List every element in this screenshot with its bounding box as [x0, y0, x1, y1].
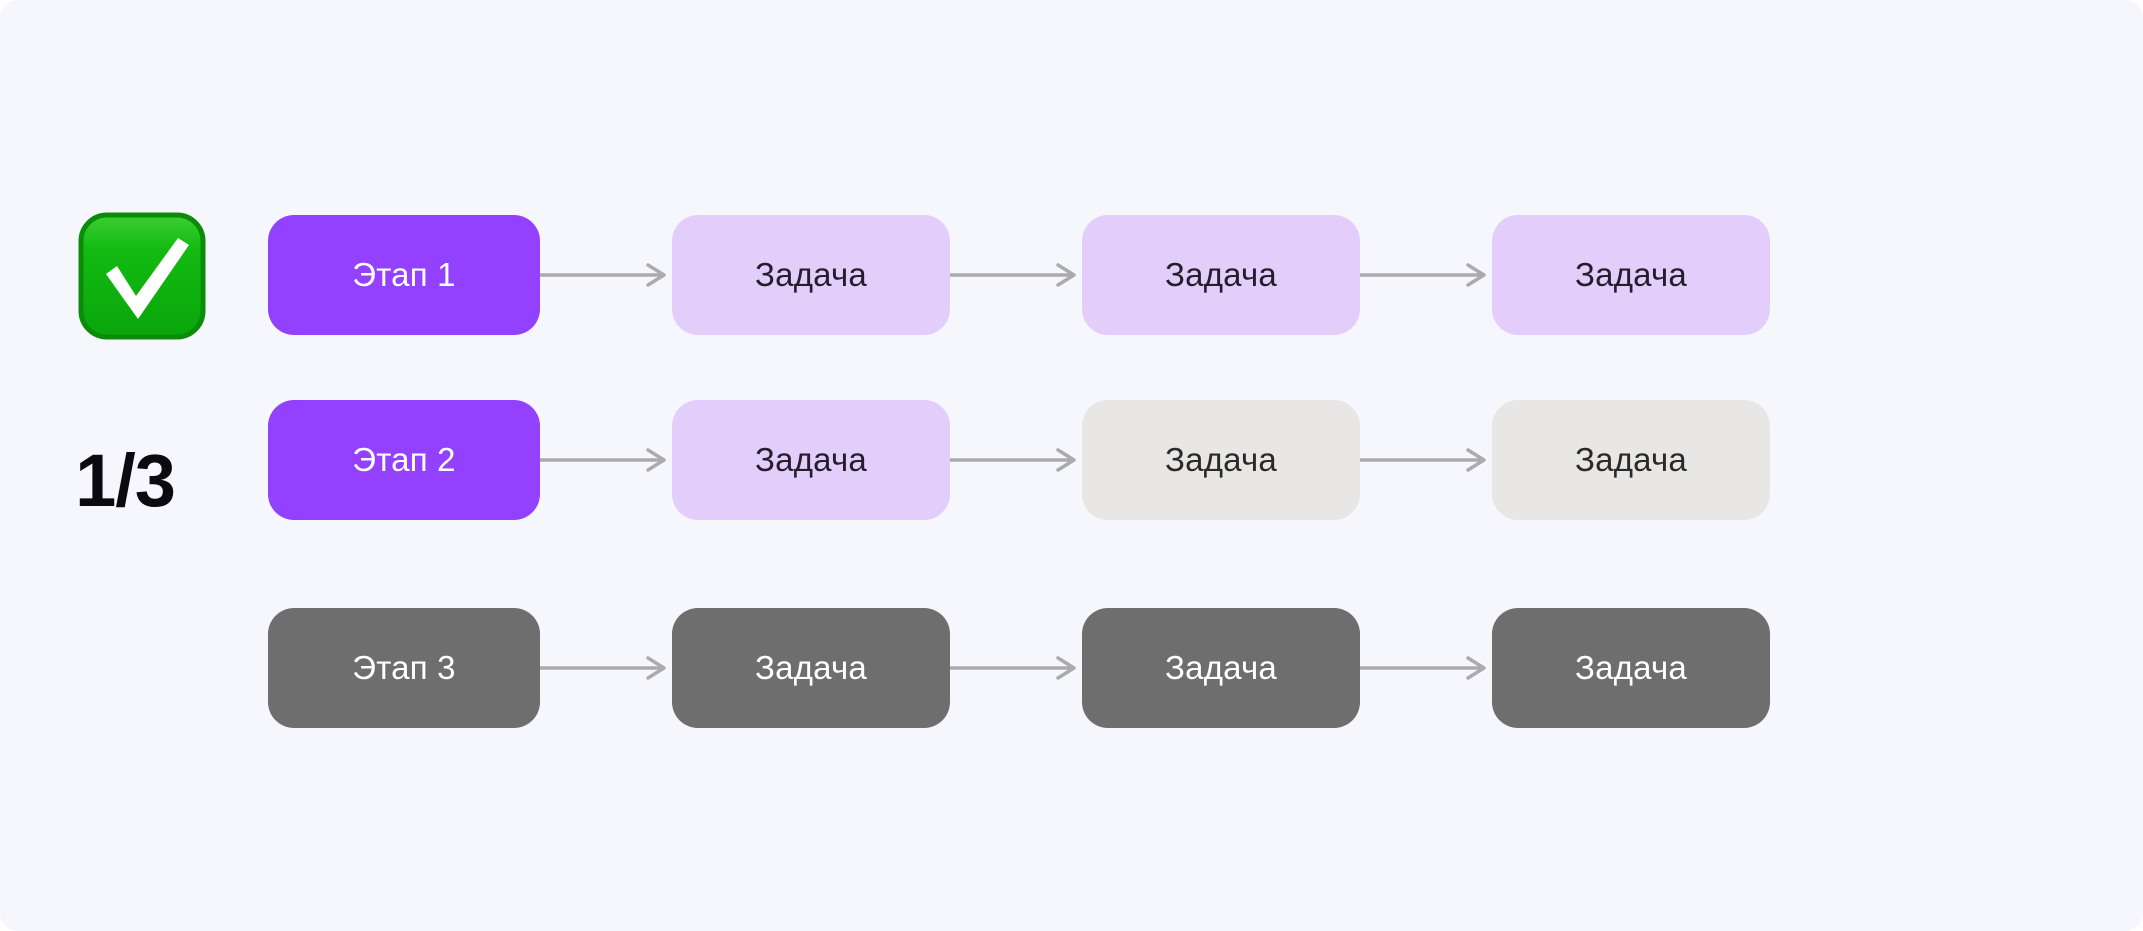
task-node-1-3[interactable]: Задача	[1492, 215, 1770, 335]
arrow-connector-2-1	[540, 448, 672, 472]
arrow-connector-3-3	[1360, 656, 1492, 680]
flow-row-3: Этап 3 Задача Задача Задача	[268, 608, 1770, 728]
task-node-2-1[interactable]: Задача	[672, 400, 950, 520]
arrow-connector-1-1	[540, 263, 672, 287]
progress-counter: 1/3	[75, 439, 176, 522]
stage-node-1[interactable]: Этап 1	[268, 215, 540, 335]
arrow-connector-2-2	[950, 448, 1082, 472]
flow-row-2: Этап 2 Задача Задача Задача	[268, 400, 1770, 520]
stage-node-2[interactable]: Этап 2	[268, 400, 540, 520]
task-node-3-3[interactable]: Задача	[1492, 608, 1770, 728]
task-node-2-3[interactable]: Задача	[1492, 400, 1770, 520]
task-node-2-2[interactable]: Задача	[1082, 400, 1360, 520]
flow-row-1: Этап 1 Задача Задача Задача	[268, 215, 1770, 335]
task-node-3-1[interactable]: Задача	[672, 608, 950, 728]
task-node-1-1[interactable]: Задача	[672, 215, 950, 335]
white-check-mark-icon	[78, 212, 206, 340]
stage-node-3[interactable]: Этап 3	[268, 608, 540, 728]
arrow-connector-1-3	[1360, 263, 1492, 287]
arrow-connector-3-1	[540, 656, 672, 680]
arrow-connector-1-2	[950, 263, 1082, 287]
task-node-1-2[interactable]: Задача	[1082, 215, 1360, 335]
status-column: 1/3	[0, 0, 268, 931]
arrow-connector-3-2	[950, 656, 1082, 680]
arrow-connector-2-3	[1360, 448, 1492, 472]
task-node-3-2[interactable]: Задача	[1082, 608, 1360, 728]
